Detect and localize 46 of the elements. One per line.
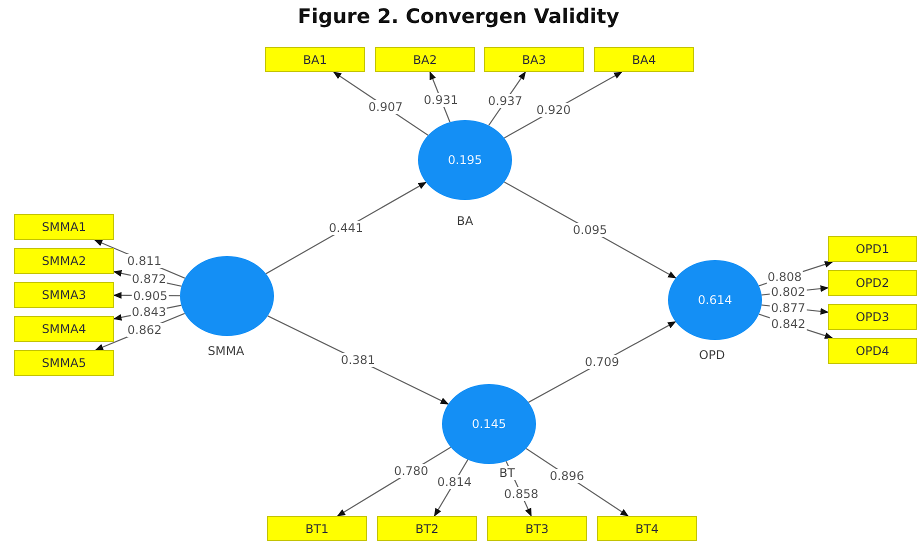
r-squared-value: 0.195: [446, 153, 484, 167]
edge-label: 0.095: [572, 223, 608, 237]
edge-label: 0.858: [503, 487, 540, 502]
indicator-box: SMMA1: [14, 214, 114, 240]
indicator-box: BT3: [487, 516, 587, 541]
construct-label: BT: [498, 466, 516, 480]
indicator-box: SMMA2: [14, 248, 114, 274]
edge-label: 0.905: [132, 288, 168, 303]
edge-label: 0.381: [340, 353, 376, 367]
figure-title: Figure 2. Convergen Validity: [296, 4, 620, 28]
construct-label: SMMA: [206, 344, 246, 358]
indicator-box: BA3: [484, 47, 584, 72]
indicator-box: BT1: [267, 516, 367, 541]
edge-label: 0.811: [126, 254, 162, 268]
indicator-box: OPD2: [828, 270, 917, 296]
edge-label: 0.937: [487, 94, 524, 108]
edge-label: 0.931: [422, 92, 460, 107]
indicator-box: OPD3: [828, 304, 917, 330]
edge-label: 0.896: [548, 468, 586, 483]
r-squared-value: 0.145: [470, 417, 508, 431]
edge-label: 0.780: [392, 464, 430, 478]
edge-label: 0.877: [770, 300, 806, 315]
construct-label: BA: [456, 214, 474, 228]
indicator-box: BT2: [377, 516, 477, 541]
edge-label: 0.441: [328, 221, 364, 235]
edge-label: 0.842: [770, 316, 806, 331]
edge-label: 0.808: [766, 270, 803, 284]
indicator-box: BT4: [597, 516, 697, 541]
indicator-box: BA2: [375, 47, 475, 72]
edge-label: 0.862: [126, 322, 163, 337]
edge-label: 0.802: [770, 285, 806, 300]
indicator-box: OPD1: [828, 236, 917, 262]
indicator-box: BA4: [594, 47, 694, 72]
r-squared-value: 0.614: [696, 293, 734, 307]
indicator-box: OPD4: [828, 338, 917, 364]
edge-label: 0.872: [130, 272, 168, 286]
edge-label: 0.709: [584, 355, 620, 369]
indicator-box: SMMA3: [14, 282, 114, 308]
indicator-box: BA1: [265, 47, 365, 72]
edge-label: 0.843: [130, 304, 168, 319]
edge-label: 0.920: [535, 103, 572, 118]
edge-label: 0.907: [367, 100, 404, 114]
indicator-box: SMMA4: [14, 316, 114, 342]
construct-label: OPD: [698, 348, 726, 362]
indicator-box: SMMA5: [14, 350, 114, 376]
edge-label: 0.814: [436, 475, 473, 490]
